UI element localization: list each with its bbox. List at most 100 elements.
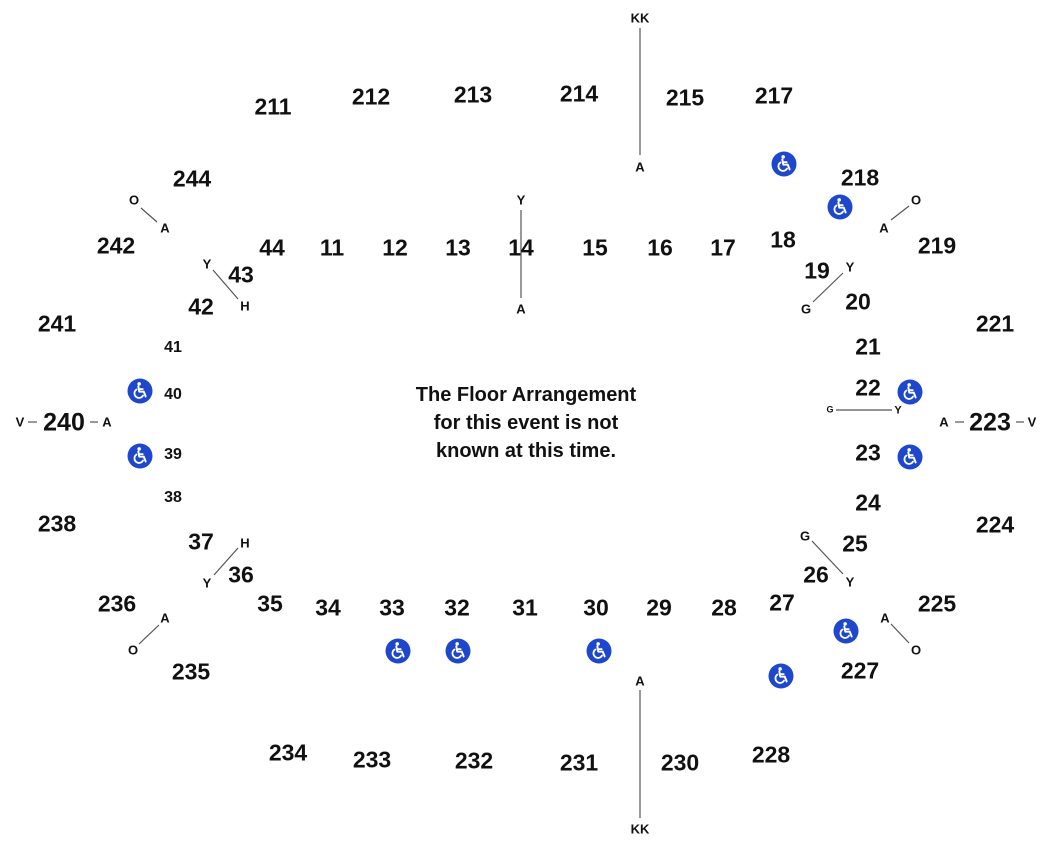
row-marker-a-top: A xyxy=(635,159,645,175)
wheelchair-icon xyxy=(768,663,794,689)
section-238[interactable]: 238 xyxy=(37,510,77,537)
section-242[interactable]: 242 xyxy=(96,232,136,259)
section-15[interactable]: 15 xyxy=(582,234,608,261)
section-233[interactable]: 233 xyxy=(352,746,392,773)
section-41[interactable]: 41 xyxy=(164,339,182,356)
section-12[interactable]: 12 xyxy=(382,234,408,261)
notice-line-2: for this event is not xyxy=(433,412,619,434)
section-24[interactable]: 24 xyxy=(855,489,881,516)
row-marker-y-14: Y xyxy=(516,192,526,208)
aisle-line-h-y-36 xyxy=(213,547,239,576)
section-212[interactable]: 212 xyxy=(351,83,391,110)
section-227[interactable]: 227 xyxy=(840,657,880,684)
section-23[interactable]: 23 xyxy=(855,439,881,466)
section-33[interactable]: 33 xyxy=(379,594,405,621)
section-29[interactable]: 29 xyxy=(646,594,672,621)
section-31[interactable]: 31 xyxy=(512,594,538,621)
row-marker-a-236: A xyxy=(160,610,170,626)
row-marker-kk-top: KK xyxy=(630,10,650,26)
section-241[interactable]: 241 xyxy=(37,310,77,337)
row-marker-y-22: Y xyxy=(894,404,902,417)
section-211[interactable]: 211 xyxy=(254,93,292,120)
section-25[interactable]: 25 xyxy=(842,530,868,557)
section-39[interactable]: 39 xyxy=(164,446,182,463)
row-marker-o-225: O xyxy=(910,642,922,658)
section-236[interactable]: 236 xyxy=(97,590,137,617)
section-221[interactable]: 221 xyxy=(975,310,1015,337)
wheelchair-icon xyxy=(897,379,923,405)
section-20[interactable]: 20 xyxy=(845,288,871,315)
section-14[interactable]: 14 xyxy=(508,234,534,261)
wheelchair-icon xyxy=(385,638,411,664)
wheelchair-icon xyxy=(897,444,923,470)
notice-line-1: The Floor Arrangement xyxy=(415,384,637,406)
row-marker-g-19: G xyxy=(800,301,812,317)
row-marker-a-219: A xyxy=(879,220,889,236)
section-224[interactable]: 224 xyxy=(975,511,1015,538)
notice-line-3: known at this time. xyxy=(435,440,617,462)
section-38[interactable]: 38 xyxy=(164,489,182,506)
section-36[interactable]: 36 xyxy=(228,561,254,588)
wheelchair-icon xyxy=(586,638,612,664)
section-16[interactable]: 16 xyxy=(647,234,673,261)
row-marker-a-242: A xyxy=(160,220,170,236)
section-27[interactable]: 27 xyxy=(769,589,795,616)
section-43[interactable]: 43 xyxy=(228,261,254,288)
wheelchair-icon xyxy=(833,618,859,644)
row-marker-g-26: G xyxy=(799,528,811,544)
row-marker-y-26: Y xyxy=(845,574,855,590)
section-28[interactable]: 28 xyxy=(711,594,737,621)
row-marker-a-225: A xyxy=(880,610,890,626)
section-231[interactable]: 231 xyxy=(559,749,599,776)
row-marker-a-240: A xyxy=(102,414,112,430)
section-214[interactable]: 214 xyxy=(559,80,599,107)
section-13[interactable]: 13 xyxy=(445,234,471,261)
section-234[interactable]: 234 xyxy=(268,739,308,766)
section-244[interactable]: 244 xyxy=(172,165,212,192)
section-18[interactable]: 18 xyxy=(770,226,796,253)
section-44[interactable]: 44 xyxy=(259,234,285,261)
row-marker-g-22: G xyxy=(826,404,834,415)
section-34[interactable]: 34 xyxy=(315,594,341,621)
section-240[interactable]: 240 xyxy=(43,408,85,437)
section-230[interactable]: 230 xyxy=(660,749,700,776)
section-217[interactable]: 217 xyxy=(754,82,794,109)
wheelchair-icon xyxy=(127,378,153,404)
section-19[interactable]: 19 xyxy=(804,257,830,284)
section-11[interactable]: 11 xyxy=(319,234,345,261)
section-17[interactable]: 17 xyxy=(710,234,736,261)
section-37[interactable]: 37 xyxy=(188,528,214,555)
row-marker-a-14: A xyxy=(516,301,526,317)
section-225[interactable]: 225 xyxy=(917,590,957,617)
section-26[interactable]: 26 xyxy=(803,561,829,588)
aisle-line-o-a-242 xyxy=(140,207,158,223)
section-223[interactable]: 223 xyxy=(969,408,1011,437)
row-marker-v-223: V xyxy=(1027,414,1037,430)
section-215[interactable]: 215 xyxy=(665,84,705,111)
row-marker-h-36: H xyxy=(240,535,250,551)
wheelchair-icon xyxy=(127,443,153,469)
aisle-line-a-o-225 xyxy=(890,623,910,644)
section-30[interactable]: 30 xyxy=(583,594,609,621)
section-21[interactable]: 21 xyxy=(855,333,881,360)
section-232[interactable]: 232 xyxy=(454,747,494,774)
section-219[interactable]: 219 xyxy=(917,232,957,259)
aisle-line-g-y-26 xyxy=(811,540,844,575)
section-22[interactable]: 22 xyxy=(855,374,881,401)
wheelchair-icon xyxy=(445,638,471,664)
section-228[interactable]: 228 xyxy=(751,741,791,768)
aisle-line-y-h-43 xyxy=(212,269,239,300)
row-marker-a-223: A xyxy=(939,414,949,430)
section-235[interactable]: 235 xyxy=(171,658,211,685)
section-32[interactable]: 32 xyxy=(444,594,470,621)
section-35[interactable]: 35 xyxy=(257,590,283,617)
section-218[interactable]: 218 xyxy=(840,164,880,191)
floor-arrangement-notice: The Floor Arrangement for this event is … xyxy=(361,381,691,465)
row-marker-y-19: Y xyxy=(845,259,855,275)
row-marker-y-43: Y xyxy=(202,256,212,272)
section-42[interactable]: 42 xyxy=(188,293,214,320)
section-213[interactable]: 213 xyxy=(453,81,493,108)
section-40[interactable]: 40 xyxy=(164,386,182,403)
row-marker-o-242: O xyxy=(128,192,140,208)
